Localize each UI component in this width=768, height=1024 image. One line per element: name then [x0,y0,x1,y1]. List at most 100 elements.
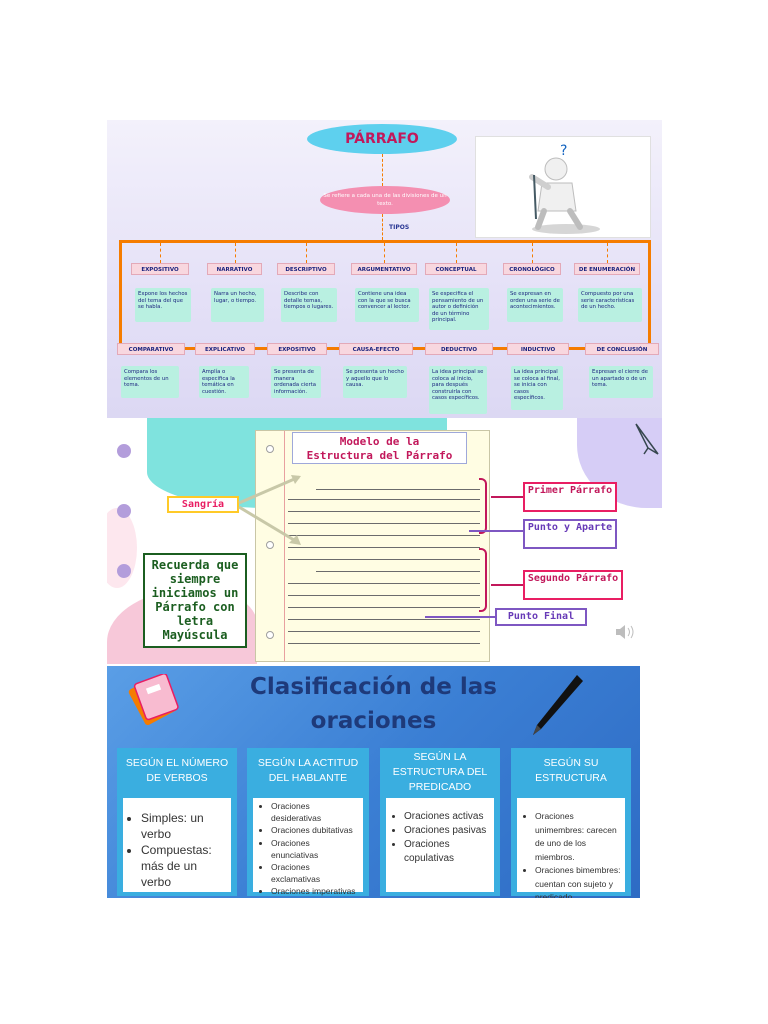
notebook-icon [128,674,179,726]
sheet-line [288,499,480,500]
type-label: CRONOLÓGICO [503,263,561,275]
sheet-line [288,631,480,632]
classification-item: Oraciones pasivas [404,824,490,838]
type-description: Expone los hechos del tema del que se ha… [135,288,191,322]
classification-title: Clasificación de las oraciones [187,670,560,738]
type-label: EXPOSITIVO [267,343,327,355]
sheet-line [288,595,480,596]
classification-item: Oraciones unimembres: carecen de uno de … [535,810,621,864]
classification-item: Oraciones activas [404,810,490,824]
classification-column: SEGÚN LA ESTRUCTURA DEL PREDICADOOracion… [380,748,500,896]
column-body: Simples: un verboCompuestas: más de un v… [123,798,231,892]
type-description: La idea principal se coloca al final, se… [511,366,563,410]
sheet-line [288,535,480,536]
thinking-figure-image: ? [475,136,651,238]
type-label: EXPLICATIVO [195,343,255,355]
sheet-hole [266,631,274,639]
arrow-down [306,243,307,263]
arrow-down [160,243,161,263]
arrow-punto-final [425,616,495,618]
bracket-left [119,240,122,350]
bracket-top [119,240,651,243]
column-body: Oraciones unimembres: carecen de uno de … [517,798,625,898]
arrow-down [532,243,533,263]
tipos-label: TIPOS [389,224,410,231]
type-label: CONCEPTUAL [425,263,487,275]
concept-map-definition: Se refiere a cada una de las divisiones … [320,186,450,214]
type-description: Describe con detalle temas, tiempos o lu… [281,288,337,322]
column-heading: SEGÚN EL NÚMERO DE VERBOS [117,748,237,798]
type-description: Amplía o especifica la temática en cuest… [199,366,249,398]
sheet-line [288,511,480,512]
sheet-margin-line [284,431,285,661]
model-title-line1: Modelo de la [339,435,420,448]
column-body: Oraciones activasOraciones pasivasOracio… [386,798,494,892]
classification-title-line2: oraciones [310,708,437,734]
classification-item: Oraciones exclamativas [271,861,359,885]
notebook-sheet [255,430,490,662]
arrow-punto-aparte [469,530,523,532]
decor-dot [117,444,131,458]
second-paragraph-brace [479,548,487,612]
reminder-box: Recuerda que siempre iniciamos un Párraf… [143,553,247,648]
type-label: DE ENUMERACIÓN [574,263,640,275]
concept-map-panel: PÁRRAFO Se refiere a cada una de las div… [107,120,662,418]
type-description: Expresan el cierre de un apartado o de u… [589,366,653,398]
arrow-primer [491,496,523,498]
decor-dot [117,504,131,518]
bracket-right [648,240,651,350]
arrow-down [234,243,236,263]
column-heading: SEGÚN SU ESTRUCTURA [511,748,631,798]
type-description: La idea principal se coloca al inicio, p… [429,366,487,414]
classification-item: Oraciones desiderativas [271,800,359,824]
punto-aparte-label: Punto y Aparte [523,519,617,549]
classification-column: SEGÚN SU ESTRUCTURA Oraciones unimembres:… [511,748,631,898]
paper-plane-icon [635,423,659,455]
sheet-line [288,547,480,548]
speaker-icon [616,625,634,639]
classification-item: Oraciones dubitativas [271,824,359,836]
type-label: CAUSA-EFECTO [339,343,413,355]
first-paragraph-brace [479,478,487,534]
classification-item: Oraciones bimembres: cuentan con sujeto … [535,864,621,898]
type-label: EXPOSITIVO [131,263,189,275]
sheet-line [288,643,480,644]
sheet-line [288,523,480,524]
type-label: DEDUCTIVO [425,343,493,355]
type-description: Compara los elementos de un tema. [121,366,179,398]
arrow-segundo [491,584,523,586]
type-description: Se presenta un hecho y aquello que lo ca… [343,366,407,398]
type-label: COMPARATIVO [117,343,185,355]
type-label: INDUCTIVO [507,343,569,355]
sheet-line [288,607,480,608]
model-title: Modelo de la Estructura del Párrafo [292,432,467,464]
classification-item: Simples: un verbo [141,810,227,842]
arrow-down [382,154,383,186]
sheet-line [316,571,480,572]
primer-parrafo-label: Primer Párrafo [523,482,617,512]
type-label: NARRATIVO [207,263,262,275]
segundo-parrafo-label: Segundo Párrafo [523,570,623,600]
classification-title-line1: Clasificación de las [250,674,497,700]
column-heading: SEGÚN LA ESTRUCTURA DEL PREDICADO [380,748,500,798]
sangria-label: Sangría [167,496,239,513]
classification-item: Oraciones imperativas [271,885,359,897]
sheet-line [288,583,480,584]
model-title-line2: Estructura del Párrafo [306,449,453,462]
arrow-down [382,214,383,240]
concept-map-title: PÁRRAFO [307,124,457,154]
decor-dot [117,564,131,578]
pen-icon [533,675,583,735]
punto-final-label: Punto Final [495,608,587,626]
arrow-down [384,243,385,263]
classification-item: Compuestas: más de un verbo [141,842,227,890]
sheet-line [288,619,480,620]
column-body: Oraciones desiderativasOraciones dubitat… [253,798,363,896]
svg-text:?: ? [560,143,567,159]
classification-item: Oraciones enunciativas [271,837,359,861]
sheet-line [316,489,480,490]
type-description: Contiene una idea con la que se busca co… [355,288,419,322]
column-heading: SEGÚN LA ACTITUD DEL HABLANTE [247,748,369,798]
sheet-hole [266,445,274,453]
type-description: Se presenta de manera ordenada cierta in… [271,366,321,398]
